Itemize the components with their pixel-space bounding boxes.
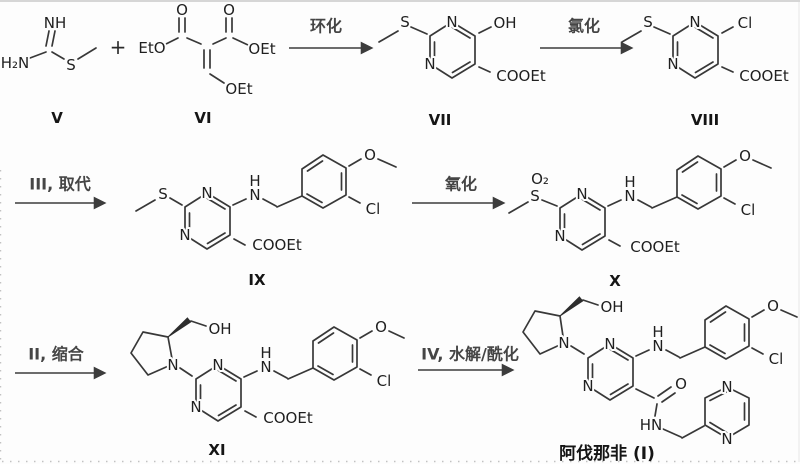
arrow-label-hydrolysis-acylation: IV, 水解/酰化 <box>421 345 519 364</box>
amine-n-label: N <box>249 186 260 204</box>
ethoxy-vinyl-label: OEt <box>225 80 252 98</box>
sulfur-atom-label: S <box>400 13 410 31</box>
carbonyl-o-left-label: O <box>176 1 188 19</box>
compound-label-ix: IX <box>248 271 266 289</box>
wedge-bond <box>167 317 192 338</box>
compound-label-x: X <box>609 272 621 290</box>
arrow-cyclization: 环化 <box>289 17 374 55</box>
pyrrolidine-n-label: N <box>558 334 569 352</box>
ring-n3-label: N <box>446 13 457 31</box>
compound-ix-structure: S N N H N O Cl COOEt IX <box>135 144 397 289</box>
ring-n3-label: N <box>201 184 212 202</box>
sulfonyl-o2-label: O₂ <box>531 170 549 188</box>
pyrazine-n-top-label: N <box>721 378 732 396</box>
ring-n3-label: N <box>212 356 223 374</box>
ring-n1-label: N <box>554 227 565 245</box>
carbonyl-o-right-label: O <box>223 1 235 19</box>
compound-label-avanafil: 阿伐那非 (I) <box>559 443 655 464</box>
arrow-oxidation: 氧化 <box>412 175 506 210</box>
hydroxymethyl-oh-label: OH <box>208 320 231 338</box>
imine-nh-label: NH <box>44 14 67 32</box>
ester-label: COOEt <box>496 67 546 85</box>
methoxy-o-label: O <box>739 147 751 165</box>
compound-x-structure: O₂ S N N H N O Cl COOEt X <box>508 145 772 290</box>
ester-label: COOEt <box>263 409 313 427</box>
hydroxy-label: OH <box>493 14 516 32</box>
amine-h2n-label: H₂N <box>1 54 30 72</box>
compound-vi-structure: O O EtO OEt OEt VI <box>136 0 277 127</box>
arrow-hydrolysis-acylation: IV, 水解/酰化 <box>418 345 519 377</box>
chloro-label: Cl <box>741 201 756 219</box>
ester-label: COOEt <box>739 67 789 85</box>
compound-label-viii: VIII <box>691 111 719 129</box>
ring-n1-label: N <box>190 398 201 416</box>
chloro-label: Cl <box>377 372 392 390</box>
amine-h-label: H <box>652 323 663 341</box>
sulfur-atom-label: S <box>158 185 168 203</box>
compound-xi-structure: N OH N N H N O Cl COOEt XI <box>130 316 405 459</box>
chloro-label: Cl <box>366 200 381 218</box>
compound-avanafil-structure: N OH N N H N O Cl O HN N N 阿伐那非 (I) <box>522 295 798 464</box>
methoxy-o-label: O <box>767 297 779 315</box>
methoxy-o-label: O <box>375 318 387 336</box>
amide-carbonyl-o-label: O <box>675 375 687 393</box>
pyrrolidine-n-label: N <box>167 356 178 374</box>
hydroxymethyl-oh-label: OH <box>600 298 623 316</box>
compound-v-structure: NH H₂N S V <box>0 12 97 127</box>
compound-label-xi: XI <box>208 441 225 459</box>
sulfur-atom-label: S <box>643 13 653 31</box>
compound-label-vii: VII <box>429 111 452 129</box>
compound-vii-structure: S N N OH COOEt VII <box>378 11 548 129</box>
arrow-label-condensation: II, 缩合 <box>28 345 85 364</box>
ring-n3-label: N <box>689 13 700 31</box>
arrow-substitution: III, 取代 <box>15 175 107 210</box>
plus-sign: + <box>110 35 127 59</box>
arrow-chlorination: 氯化 <box>540 17 634 55</box>
compound-label-vi: VI <box>194 109 211 127</box>
arrow-label-chlorination: 氯化 <box>568 17 600 36</box>
amine-h-label: H <box>249 172 260 190</box>
ester-label: COOEt <box>252 236 302 254</box>
amine-n-label: N <box>652 337 663 355</box>
methoxy-o-label: O <box>364 146 376 164</box>
ester-label: COOEt <box>630 238 680 256</box>
arrow-label-oxidation: 氧化 <box>444 175 477 194</box>
ring-n1-label: N <box>582 377 593 395</box>
ring-n3-label: N <box>576 185 587 203</box>
ethoxy-right-label: OEt <box>248 40 275 58</box>
amine-h-label: H <box>260 344 271 362</box>
amide-hn-label: HN <box>640 416 663 434</box>
ring-n1-label: N <box>179 226 190 244</box>
wedge-bond <box>559 296 584 317</box>
chloro-label: Cl <box>769 350 784 368</box>
amine-n-label: N <box>624 187 635 205</box>
chloro-label: Cl <box>738 14 753 32</box>
arrow-condensation: II, 缩合 <box>15 345 107 380</box>
pyrazine-n-bottom-label: N <box>721 430 732 448</box>
sulfur-atom-label: S <box>66 56 76 74</box>
sulfur-atom-label: S <box>530 187 540 205</box>
arrow-label-cyclization: 环化 <box>310 17 342 36</box>
compound-viii-structure: S N N Cl COOEt VIII <box>621 11 791 129</box>
compound-label-v: V <box>51 109 63 127</box>
amine-h-label: H <box>624 173 635 191</box>
top-edge-artifact <box>0 0 800 2</box>
ring-n1-label: N <box>667 55 678 73</box>
ring-n1-label: N <box>424 55 435 73</box>
ring-n3-label: N <box>604 335 615 353</box>
ethoxy-left-label: EtO <box>138 39 165 57</box>
arrow-label-substitution: III, 取代 <box>29 175 91 194</box>
amine-n-label: N <box>260 358 271 376</box>
